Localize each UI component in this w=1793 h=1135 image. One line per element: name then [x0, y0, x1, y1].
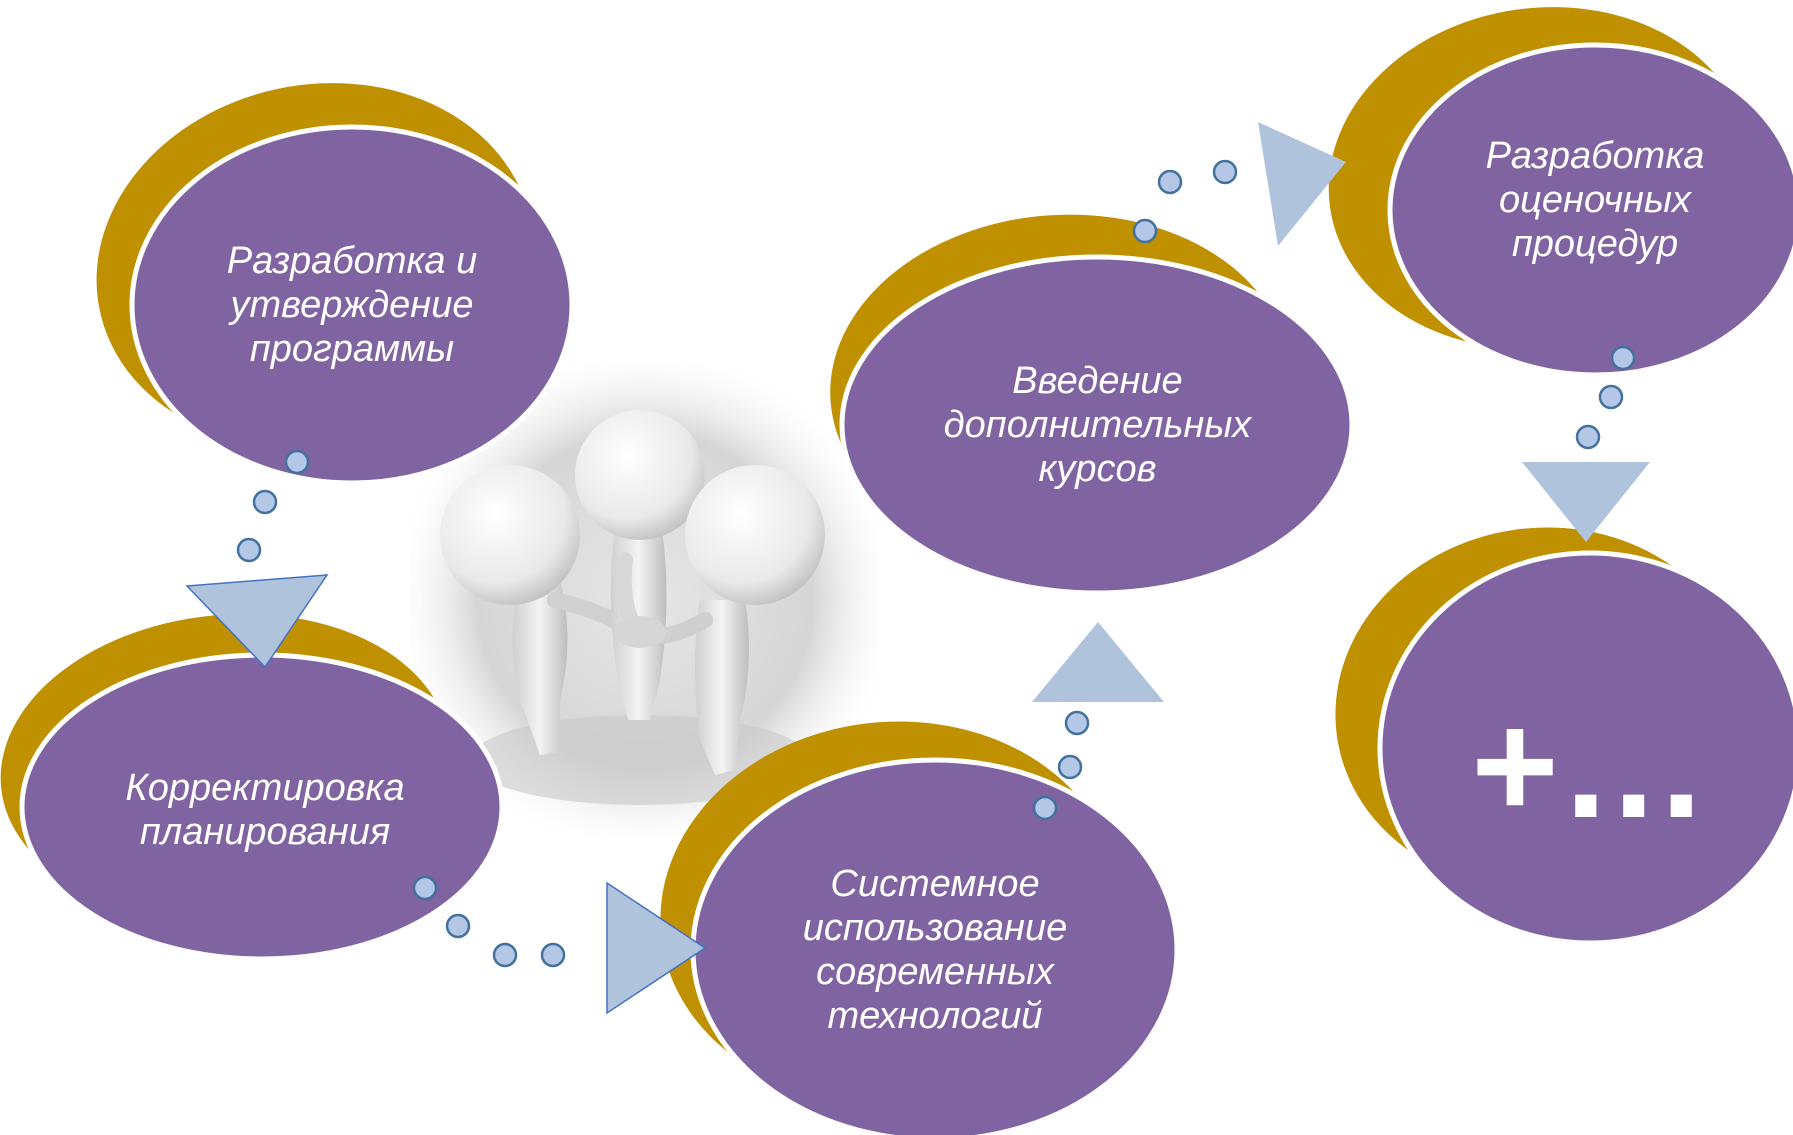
dot: [447, 915, 469, 937]
node-planning-bubble: [22, 655, 502, 959]
dot: [542, 944, 564, 966]
dot: [238, 539, 260, 561]
dot: [1600, 386, 1622, 408]
dot: [254, 491, 276, 513]
node-assessment: [1306, 0, 1793, 376]
dot: [1134, 220, 1156, 242]
dot: [1612, 347, 1634, 369]
dot: [1214, 161, 1236, 183]
node-technologies-bubble: [693, 760, 1177, 1135]
dot: [1577, 426, 1599, 448]
node-more-bubble: [1380, 553, 1793, 943]
node-more: [1312, 501, 1793, 943]
node-program: [62, 43, 572, 487]
hands-together: [614, 616, 666, 648]
dot: [1066, 712, 1088, 734]
dot: [414, 877, 436, 899]
dot: [1159, 171, 1181, 193]
node-courses-bubble: [842, 257, 1352, 593]
dot: [1059, 756, 1081, 778]
dot: [286, 451, 308, 473]
dot: [1034, 797, 1056, 819]
node-assessment-bubble: [1390, 45, 1793, 375]
node-program-bubble: [132, 127, 572, 483]
node-courses: [819, 199, 1352, 593]
arrow-up-3: [1032, 622, 1164, 702]
dot: [494, 944, 516, 966]
